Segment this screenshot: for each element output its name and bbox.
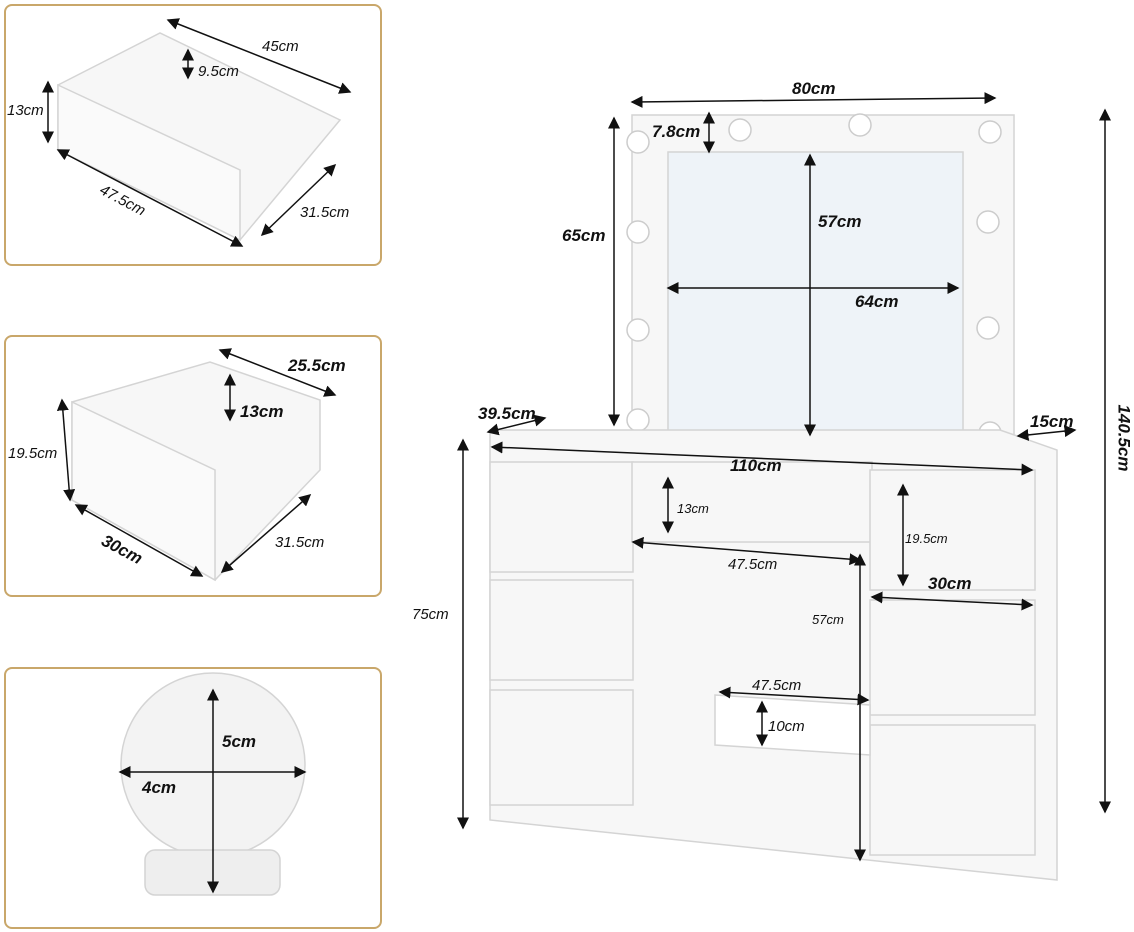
- label-total-height: 140.5cm: [1114, 404, 1134, 472]
- label-drawer-small-inner-height: 13cm: [240, 402, 284, 421]
- label-knee-height: 57cm: [812, 612, 844, 627]
- label-mirror-height: 65cm: [562, 226, 606, 245]
- label-side-drawer-width: 30cm: [928, 574, 972, 593]
- label-drawer-large-side: 31.5cm: [300, 204, 350, 221]
- label-glass-width: 64cm: [855, 292, 899, 311]
- label-desk-depth: 39.5cm: [478, 404, 536, 423]
- label-drawer-small-height: 19.5cm: [8, 445, 58, 462]
- label-center-drawer-height: 13cm: [677, 501, 709, 516]
- label-center-drawer-width: 47.5cm: [728, 556, 778, 573]
- mirror-glass: [667, 151, 964, 438]
- label-side-drawer-height: 19.5cm: [905, 531, 948, 546]
- label-mirror-top-frame: 7.8cm: [652, 122, 701, 141]
- label-drawer-large-inner-height: 9.5cm: [198, 63, 239, 80]
- label-drawer-small-side: 31.5cm: [275, 534, 325, 551]
- label-drawer-small-depth: 25.5cm: [288, 356, 346, 375]
- label-desk-height: 75cm: [412, 606, 449, 623]
- label-drawer-large-depth: 45cm: [262, 38, 299, 55]
- drawer-left-1: [489, 461, 634, 573]
- label-bulb-width: 4cm: [142, 778, 177, 797]
- label-back-panel-width: 47.5cm: [752, 677, 802, 694]
- label-drawer-large-height: 13cm: [7, 102, 44, 119]
- label-mirror-width: 80cm: [792, 79, 836, 98]
- label-back-panel-height: 10cm: [768, 718, 805, 735]
- label-bulb-height: 5cm: [222, 732, 257, 751]
- label-glass-height: 57cm: [818, 212, 862, 231]
- label-desk-width: 110cm: [730, 456, 782, 475]
- label-mirror-depth: 15cm: [1030, 412, 1074, 431]
